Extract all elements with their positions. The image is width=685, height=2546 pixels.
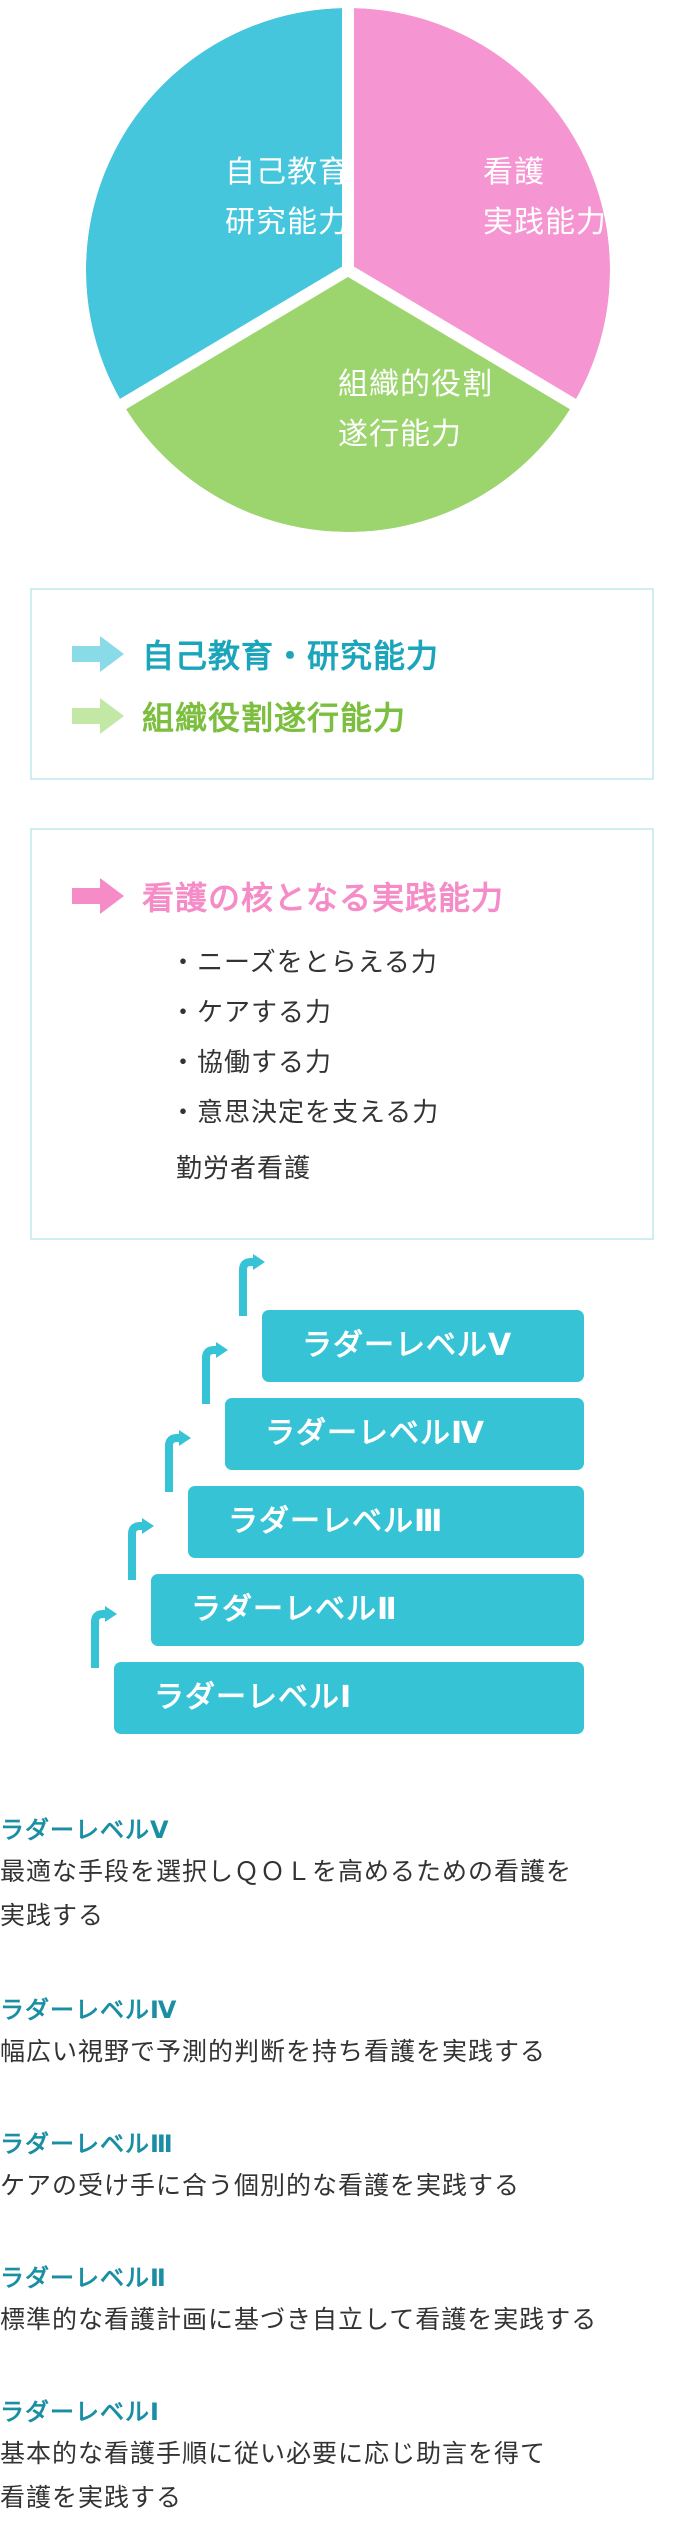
ladder-description-1: ラダーレベルⅠ 基本的な看護手順に従い必要に応じ助言を得て 看護を実践する (0, 2392, 685, 2520)
legend-row-organizational-role: 組織役割遂行能力 (72, 696, 407, 737)
pie-segment-organizational-role (123, 270, 573, 533)
step-up-arrow-icon (202, 1342, 228, 1404)
worker-nursing-label: 勤労者看護 (176, 1154, 312, 1184)
ladder-step-4: ラダーレベルⅣ (225, 1398, 584, 1470)
legend-row-self-education: 自己教育・研究能力 (72, 634, 440, 675)
ladder-description-title: ラダーレベルⅢ (0, 2130, 174, 2158)
legend-label-self-education: 自己教育・研究能力 (142, 637, 440, 675)
ladder-description-text: 標準的な看護計画に基づき自立して看護を実践する (0, 2305, 598, 2334)
step-up-arrow-icon (165, 1430, 191, 1492)
ladder-step-3: ラダーレベルⅢ (188, 1486, 584, 1558)
ladder-description-title: ラダーレベルⅣ (0, 1996, 178, 2024)
ladder-description-title: ラダーレベルⅠ (0, 2398, 160, 2426)
legend-box-supporting-abilities (30, 588, 654, 780)
step-up-arrow-icon (91, 1606, 117, 1668)
legend-label-organizational-role: 組織役割遂行能力 (142, 699, 407, 737)
list-item: 意思決定を支える力 (170, 1088, 439, 1138)
list-item: ニーズをとらえる力 (170, 938, 439, 988)
ladder-description-2: ラダーレベルⅡ 標準的な看護計画に基づき自立して看護を実践する (0, 2258, 685, 2342)
core-practice-list: ニーズをとらえる力 ケアする力 協働する力 意思決定を支える力 (170, 938, 439, 1138)
legend-label-core-practice: 看護の核となる実践能力 (142, 879, 505, 917)
list-item: ケアする力 (170, 988, 439, 1038)
list-item: 協働する力 (170, 1038, 439, 1088)
ladder-step-2: ラダーレベルⅡ (151, 1574, 584, 1646)
arrow-right-icon (72, 698, 124, 734)
ladder-description-title: ラダーレベルⅤ (0, 1816, 170, 1844)
ladder-description-4: ラダーレベルⅣ 幅広い視野で予測的判断を持ち看護を実践する (0, 1990, 685, 2074)
ladder-description-text: ケアの受け手に合う個別的な看護を実践する (0, 2171, 521, 2200)
competency-pie-diagram: 自己教育 研究能力 看護 実践能力 組織的役割 遂行能力 (78, 0, 618, 540)
ladder-step-5: ラダーレベルⅤ (262, 1310, 584, 1382)
ladder-description-3: ラダーレベルⅢ ケアの受け手に合う個別的な看護を実践する (0, 2124, 685, 2208)
pie-label-self-education: 自己教育 研究能力 (225, 155, 349, 240)
arrow-right-icon (72, 636, 124, 672)
legend-row-core-practice: 看護の核となる実践能力 (72, 876, 505, 917)
ladder-description-text: 最適な手段を選択しＱＯＬを高めるための看護を 実践する (0, 1857, 573, 1930)
arrow-right-icon (72, 878, 124, 914)
ladder-description-text: 幅広い視野で予測的判断を持ち看護を実践する (0, 2037, 547, 2066)
step-up-arrow-icon (128, 1518, 154, 1580)
ladder-description-5: ラダーレベルⅤ 最適な手段を選択しＱＯＬを高めるための看護を 実践する (0, 1810, 685, 1938)
step-up-arrow-icon (239, 1254, 265, 1316)
pie-label-organizational-role: 組織的役割 遂行能力 (338, 367, 493, 452)
ladder-description-text: 基本的な看護手順に従い必要に応じ助言を得て 看護を実践する (0, 2439, 547, 2512)
pie-graphic (84, 0, 612, 534)
pie-label-nursing-practice: 看護 実践能力 (483, 155, 607, 240)
ladder-description-title: ラダーレベルⅡ (0, 2264, 167, 2292)
ladder-step-1: ラダーレベルⅠ (114, 1662, 584, 1734)
